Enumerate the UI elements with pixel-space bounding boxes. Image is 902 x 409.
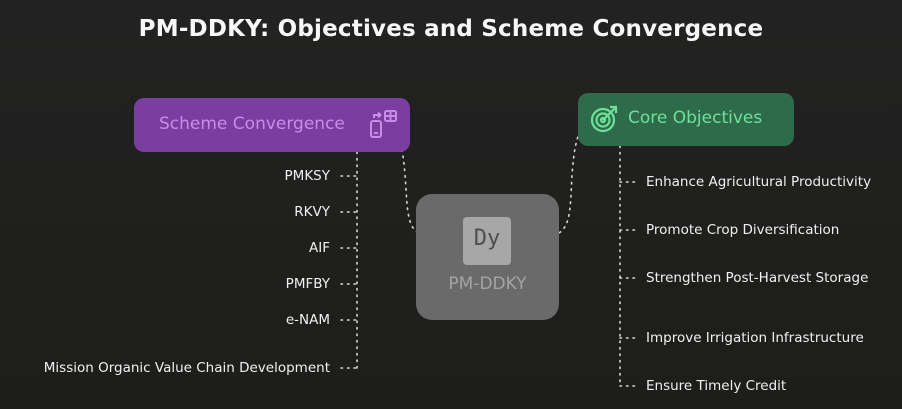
objective-item[interactable]: Enhance Agricultural Productivity — [646, 174, 872, 190]
objective-item[interactable]: Strengthen Post-Harvest Storage — [646, 270, 869, 286]
scheme-item[interactable]: Mission Organic Value Chain Development — [43, 360, 330, 376]
logo-text: Dy — [473, 226, 501, 251]
scheme-item[interactable]: AIF — [309, 240, 330, 256]
target-icon — [588, 103, 620, 140]
diagram-title: PM-DDKY: Objectives and Scheme Convergen… — [138, 16, 764, 42]
scheme-item[interactable]: PMFBY — [285, 276, 330, 292]
scheme-convergence-node[interactable]: Scheme Convergence — [134, 98, 410, 152]
objective-item[interactable]: Ensure Timely Credit — [646, 378, 787, 394]
scheme-convergence-label: Scheme Convergence — [159, 114, 345, 134]
core-objectives-node[interactable]: Core Objectives — [578, 93, 794, 146]
center-node[interactable]: Dy PM-DDKY — [416, 194, 559, 320]
scheme-item[interactable]: RKVY — [294, 204, 330, 220]
objective-item[interactable]: Promote Crop Diversification — [646, 222, 840, 238]
logo-icon: Dy — [463, 217, 511, 265]
scheme-item[interactable]: e-NAM — [285, 312, 330, 328]
scheme-item[interactable]: PMKSY — [284, 168, 330, 184]
center-label: PM-DDKY — [448, 274, 527, 294]
core-objectives-label: Core Objectives — [628, 108, 763, 128]
phone-grid-icon — [368, 107, 400, 146]
objective-item[interactable]: Improve Irrigation Infrastructure — [646, 330, 864, 346]
